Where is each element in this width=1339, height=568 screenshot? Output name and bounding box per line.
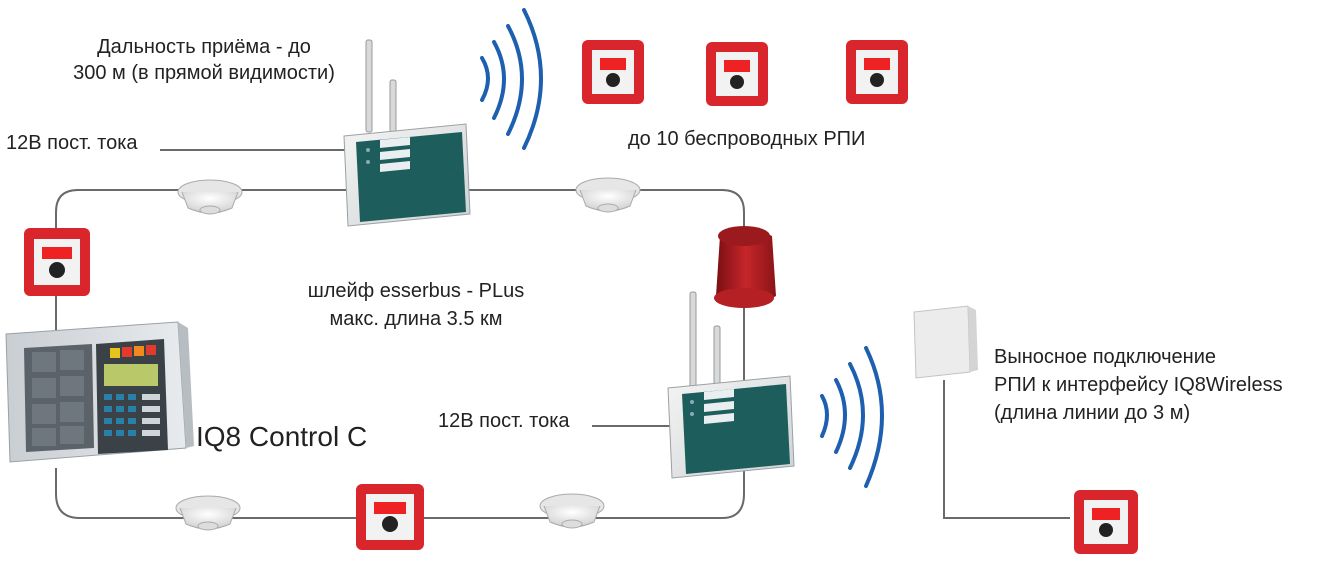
smoke-detector <box>539 493 605 529</box>
panel-name-label: IQ8 Control C <box>196 421 368 452</box>
smoke-detector <box>575 177 641 213</box>
loop-mcp-left <box>24 228 90 296</box>
power-label-top: 12В пост. тока <box>6 132 138 154</box>
smoke-detector <box>177 179 243 215</box>
wireless-mcp <box>582 40 644 104</box>
loop-label-line1: шлейф esserbus - PLus <box>307 280 525 302</box>
radio-waves-bottom <box>820 346 884 488</box>
remote-antenna-interface <box>913 305 978 379</box>
loop-mcp-bottom <box>356 484 424 550</box>
loop-label-line2: макс. длина 3.5 км <box>329 308 503 330</box>
remote-mcp <box>1074 490 1138 554</box>
iq8-control-panel <box>5 321 194 463</box>
smoke-detector <box>175 495 241 531</box>
remote-label-line3: (длина линии до 3 м) <box>994 402 1191 424</box>
remote-label-line2: РПИ к интерфейсу IQ8Wireless <box>994 374 1283 396</box>
wireless-transponder-bottom <box>667 291 795 479</box>
range-label-line2: 300 м (в прямой видимости) <box>73 62 335 84</box>
range-label-line1: Дальность приёма - до <box>97 36 311 58</box>
wireless-mcp-label: до 10 беспроводных РПИ <box>628 128 866 150</box>
remote-label-line1: Выносное подключение <box>994 346 1217 368</box>
wireless-mcp <box>846 40 908 104</box>
wireless-transponder-top <box>343 39 471 227</box>
siren <box>714 226 776 308</box>
radio-waves-top <box>480 8 543 150</box>
wireless-mcp <box>706 42 768 106</box>
power-label-bottom: 12В пост. тока <box>438 410 570 432</box>
power-feed-lines <box>160 149 1070 519</box>
